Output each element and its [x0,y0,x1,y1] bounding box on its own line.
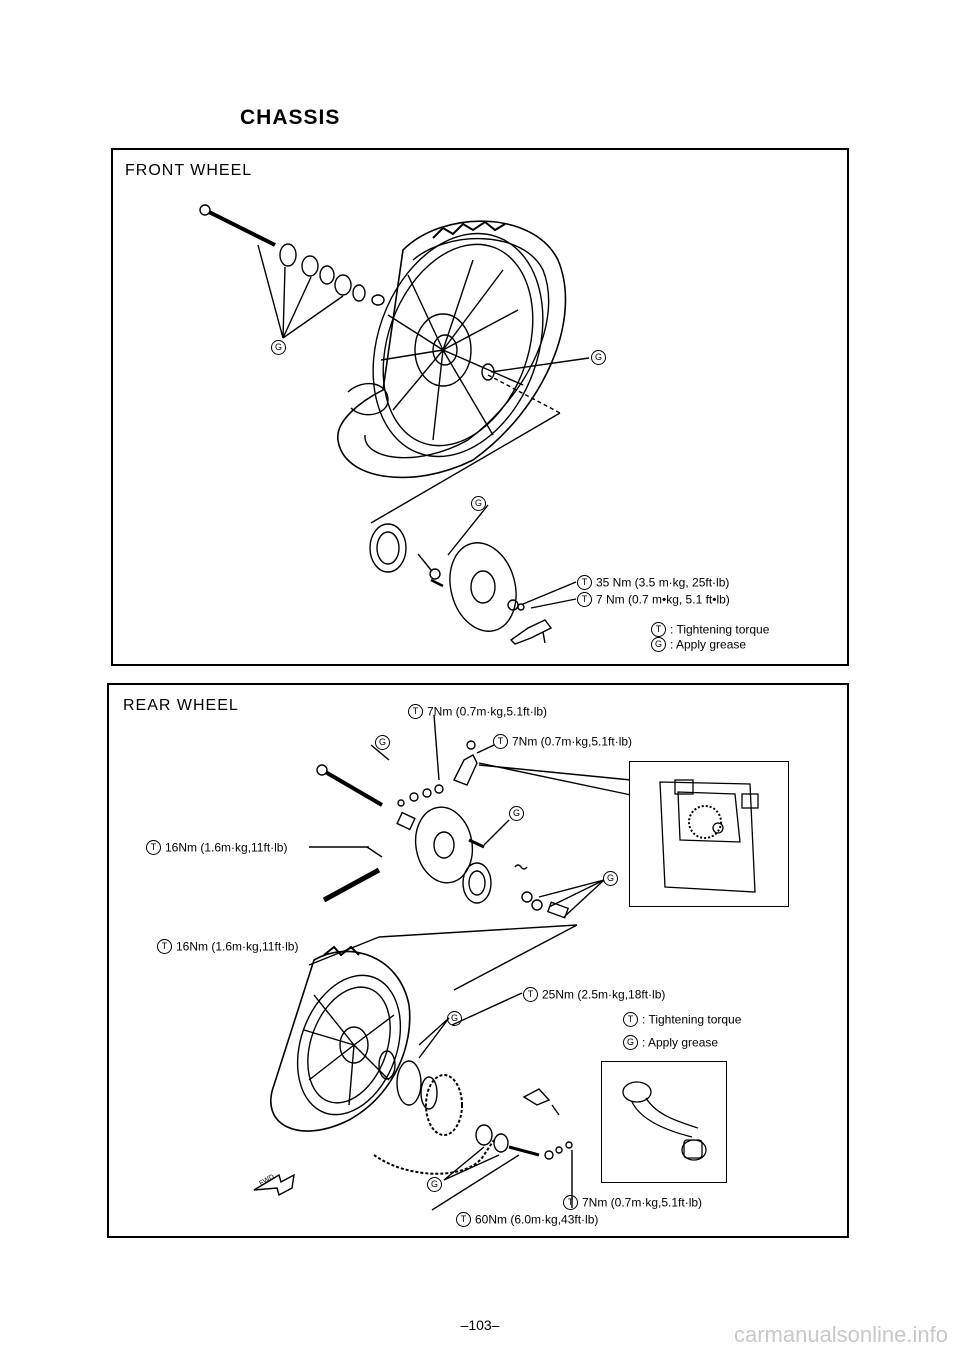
rear-grease-marker-3: G [603,871,622,886]
page-number: –103– [460,1317,500,1333]
page-title: CHASSIS [240,106,341,129]
chain-puller-inset [629,761,789,907]
rear-grease-marker-4: G [447,1011,466,1026]
brake-arm-inset [601,1061,727,1183]
front-legend-torque: T: Tightening torque [651,622,769,637]
rear-grease-marker-5: G [427,1177,446,1192]
rear-legend-torque: T: Tightening torque [623,1012,741,1027]
brake-arm-inset-drawing [622,1081,707,1161]
rear-grease-marker-2: G [509,806,528,821]
chain-puller-inset-drawing [659,779,759,893]
rear-grease-marker-1: G [375,735,394,750]
front-wheel-panel: FRONT WHEEL [111,148,849,666]
front-grease-marker-3: G [471,496,490,511]
watermark: carmanualsonline.info [733,1322,948,1347]
rear-legend-grease: G: Apply grease [623,1035,718,1050]
front-grease-marker-2: G [591,350,610,365]
front-grease-marker-1: G [271,340,290,355]
rear-wheel-panel: REAR WHEEL [107,683,849,1238]
front-wheel-title: FRONT WHEEL [125,162,253,179]
rear-wheel-title: REAR WHEEL [123,697,239,714]
front-wheel-diagram [199,204,590,645]
rear-wheel-diagram [253,714,632,1211]
front-legend-grease: G: Apply grease [651,637,746,652]
